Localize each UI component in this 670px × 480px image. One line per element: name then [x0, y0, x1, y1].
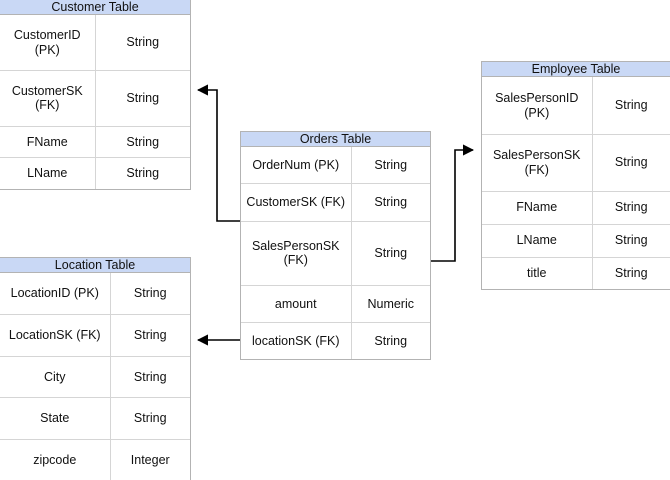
table-row[interactable]: LName String — [482, 223, 670, 257]
location-table[interactable]: Location Table LocationID (PK) String Lo… — [0, 257, 191, 480]
table-row[interactable]: zipcode Integer — [0, 438, 190, 480]
field-cell: LocationID (PK) — [0, 272, 111, 315]
field-cell: OrderNum (PK) — [241, 146, 352, 184]
type-cell: String — [351, 220, 430, 286]
field-cell: SalesPersonID (PK) — [482, 76, 593, 135]
employee-table-title: Employee Table — [482, 62, 670, 78]
table-row[interactable]: CustomerSK (FK) String — [241, 183, 430, 221]
field-cell: CustomerSK (FK) — [241, 183, 352, 221]
field-cell: State — [0, 397, 111, 440]
table-row[interactable]: SalesPersonSK (FK) String — [241, 220, 430, 286]
type-cell: Numeric — [351, 285, 430, 323]
type-cell: String — [95, 125, 190, 158]
table-row[interactable]: SalesPersonID (PK) String — [482, 76, 670, 135]
field-cell: SalesPersonSK (FK) — [241, 220, 352, 286]
field-cell: LName — [482, 223, 593, 257]
type-cell: Integer — [110, 438, 190, 480]
type-cell: String — [592, 190, 670, 225]
field-cell: zipcode — [0, 438, 111, 480]
type-cell: String — [95, 157, 190, 189]
table-row[interactable]: FName String — [0, 125, 190, 158]
field-cell: title — [482, 256, 593, 289]
type-cell: String — [592, 256, 670, 289]
type-cell: String — [110, 355, 190, 398]
table-row[interactable]: LocationID (PK) String — [0, 272, 190, 315]
field-cell: FName — [0, 125, 96, 158]
field-cell: CustomerID (PK) — [0, 14, 96, 71]
employee-table[interactable]: Employee Table SalesPersonID (PK) String… — [481, 61, 670, 290]
customer-table-title: Customer Table — [0, 0, 190, 16]
type-cell: String — [351, 322, 430, 359]
field-cell: amount — [241, 285, 352, 323]
type-cell: String — [374, 158, 408, 173]
field-cell: LName — [0, 157, 96, 189]
table-row[interactable]: CustomerID (PK) String — [0, 14, 190, 71]
table-row[interactable]: State String — [0, 397, 190, 440]
type-cell: String — [592, 223, 670, 257]
field-cell: SalesPersonSK (FK) — [482, 133, 593, 192]
field-cell: FName — [482, 190, 593, 225]
type-cell: String — [110, 397, 190, 440]
type-cell: String — [110, 314, 190, 357]
type-cell: String — [126, 35, 160, 50]
type-cell: String — [133, 286, 167, 301]
table-row[interactable]: SalesPersonSK (FK) String — [482, 133, 670, 192]
customer-table[interactable]: Customer Table CustomerID (PK) String Cu… — [0, 0, 191, 190]
table-row[interactable]: City String — [0, 355, 190, 398]
table-row[interactable]: LName String — [0, 157, 190, 189]
connector-orders-customer — [196, 84, 240, 222]
field-cell: LocationSK (FK) — [0, 314, 111, 357]
orders-table-title: Orders Table — [241, 132, 430, 148]
table-row[interactable]: locationSK (FK) String — [241, 322, 430, 359]
field-cell: City — [0, 355, 111, 398]
field-cell: locationSK (FK) — [241, 322, 352, 359]
connector-orders-employee — [431, 144, 475, 262]
field-cell: CustomerSK (FK) — [0, 69, 96, 127]
table-row[interactable]: title String — [482, 256, 670, 289]
table-row[interactable]: OrderNum (PK) String — [241, 146, 430, 184]
table-row[interactable]: CustomerSK (FK) String — [0, 69, 190, 127]
type-cell: String — [95, 69, 190, 127]
table-row[interactable]: FName String — [482, 190, 670, 225]
type-cell: String — [592, 133, 670, 192]
location-table-title: Location Table — [0, 258, 190, 274]
orders-table[interactable]: Orders Table OrderNum (PK) String Custom… — [240, 131, 431, 360]
table-row[interactable]: amount Numeric — [241, 285, 430, 323]
table-row[interactable]: LocationSK (FK) String — [0, 314, 190, 357]
type-cell: String — [351, 183, 430, 221]
type-cell: String — [614, 98, 648, 113]
